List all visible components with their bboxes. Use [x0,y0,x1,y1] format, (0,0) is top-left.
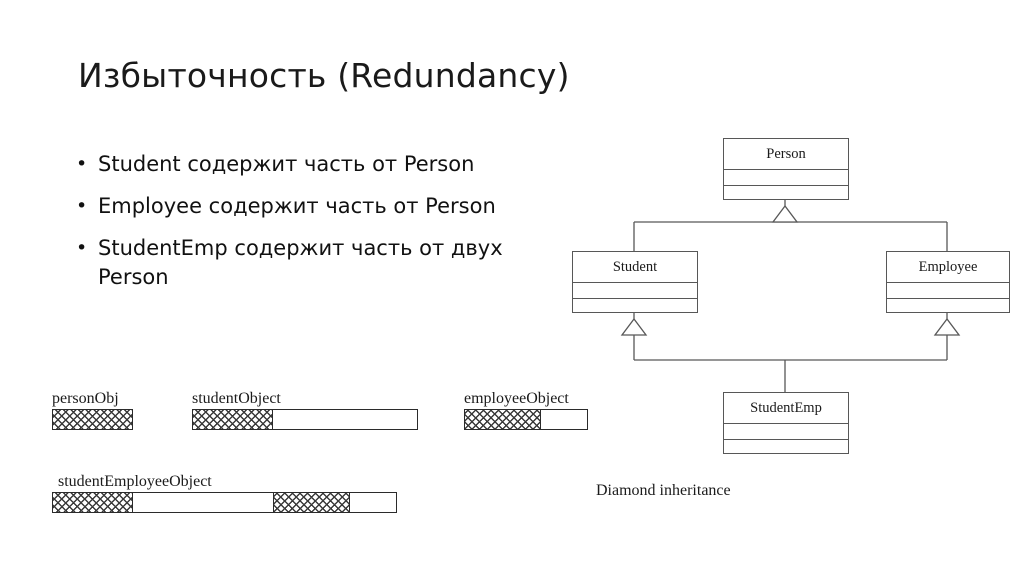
uml-operations-compartment [724,440,848,455]
memory-segment-person-part [464,409,541,430]
inheritance-arrow-employee [933,317,961,336]
uml-class-student: Student [572,251,698,313]
memory-label-employee-object: employeeObject [464,390,569,407]
uml-class-name: Student [573,252,697,283]
uml-class-name: Employee [887,252,1009,283]
memory-label-student-employee-object: studentEmployeeObject [58,473,212,490]
bullet-list: Student содержит часть от Person Employe… [70,150,540,305]
list-item: StudentEmp содержит часть от двух Person [70,234,540,292]
page-title: Избыточность (Redundancy) [78,56,570,95]
uml-attributes-compartment [887,283,1009,299]
list-item: Student содержит часть от Person [70,150,540,179]
uml-class-name: Person [724,139,848,170]
uml-attributes-compartment [724,170,848,186]
memory-label-student-object: studentObject [192,390,281,407]
uml-diagram-caption: Diamond inheritance [596,482,731,499]
uml-operations-compartment [887,299,1009,314]
memory-segment-person-part [192,409,273,430]
uml-operations-compartment [724,186,848,201]
uml-attributes-compartment [573,283,697,299]
uml-class-employee: Employee [886,251,1010,313]
memory-segment-person-part [273,492,350,513]
memory-segment-person-part [52,492,133,513]
inheritance-arrow-student [620,317,648,336]
uml-attributes-compartment [724,424,848,440]
uml-class-name: StudentEmp [724,393,848,424]
uml-operations-compartment [573,299,697,314]
uml-class-student-emp: StudentEmp [723,392,849,454]
list-item: Employee содержит часть от Person [70,192,540,221]
memory-label-person-obj: personObj [52,390,119,407]
memory-segment-person-part [52,409,133,430]
inheritance-arrow-person [771,204,799,223]
uml-class-person: Person [723,138,849,200]
